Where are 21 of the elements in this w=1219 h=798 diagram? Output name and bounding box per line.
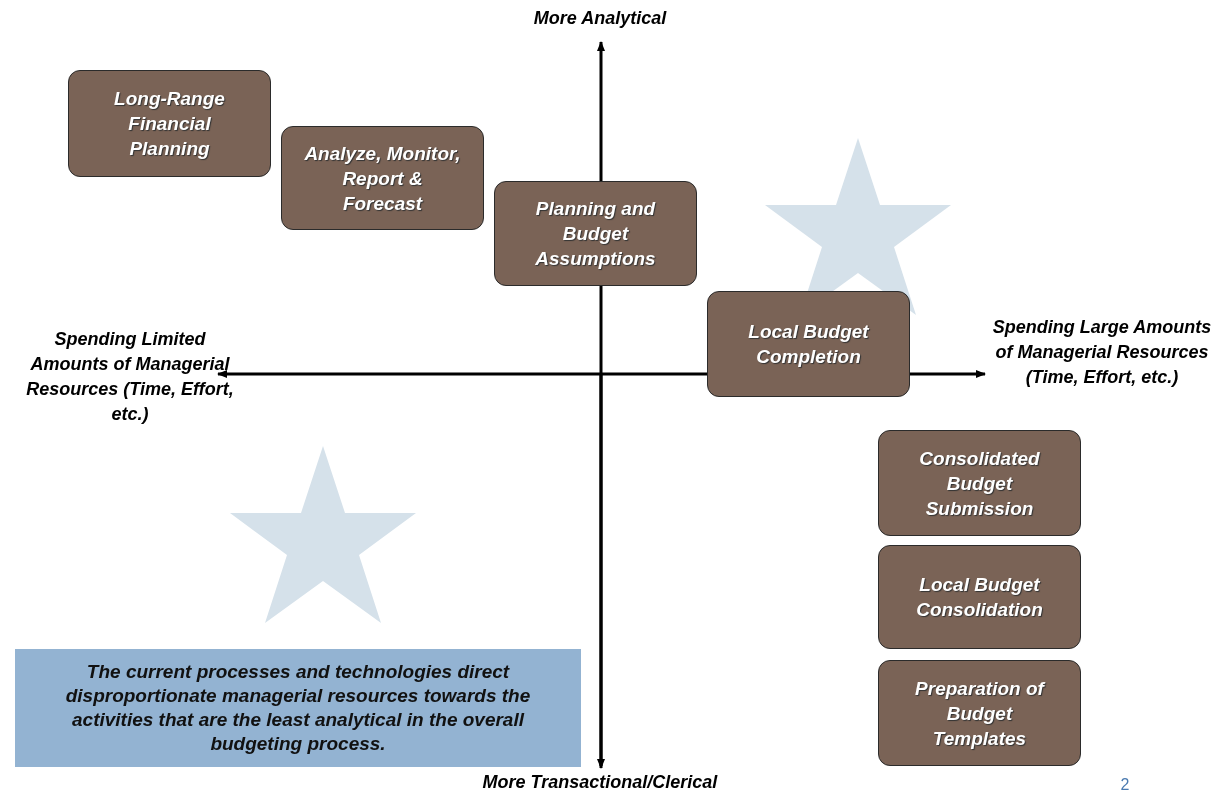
box-label: Consolidated Budget Submission: [918, 446, 1041, 521]
page-number: 2: [1119, 775, 1131, 795]
process-box: [281, 126, 484, 230]
box-label: Long-Range Financial Planning: [113, 87, 226, 161]
axis-label: Spending Limited Amounts of Managerial Resources (Time, Effort, etc.): [25, 328, 235, 426]
box-label: Preparation of Budget Templates: [914, 676, 1047, 751]
note-text: The current processes and technologies direct disproportionate managerial resources towards the activities that are the least analytical in the overall budgeting process.: [64, 660, 532, 756]
box-label: Local Budget Consolidation: [915, 573, 1044, 622]
process-box: [878, 430, 1081, 536]
box-label: Planning and Budget Assumptions: [534, 197, 657, 271]
axis-label: More Transactional/Clerical: [481, 771, 719, 794]
process-box: [494, 181, 697, 286]
process-box: [878, 545, 1081, 649]
axis-label: More Analytical: [532, 7, 668, 30]
axis-label: Spending Large Amounts of Managerial Resources (Time, Effort, etc.): [991, 316, 1213, 389]
box-label: Local Budget Completion: [747, 320, 870, 369]
process-box: [878, 660, 1081, 766]
note-box: [15, 649, 581, 767]
process-box: [707, 291, 910, 397]
process-box: [68, 70, 271, 177]
box-label: Analyze, Monitor, Report & Forecast: [304, 141, 461, 216]
